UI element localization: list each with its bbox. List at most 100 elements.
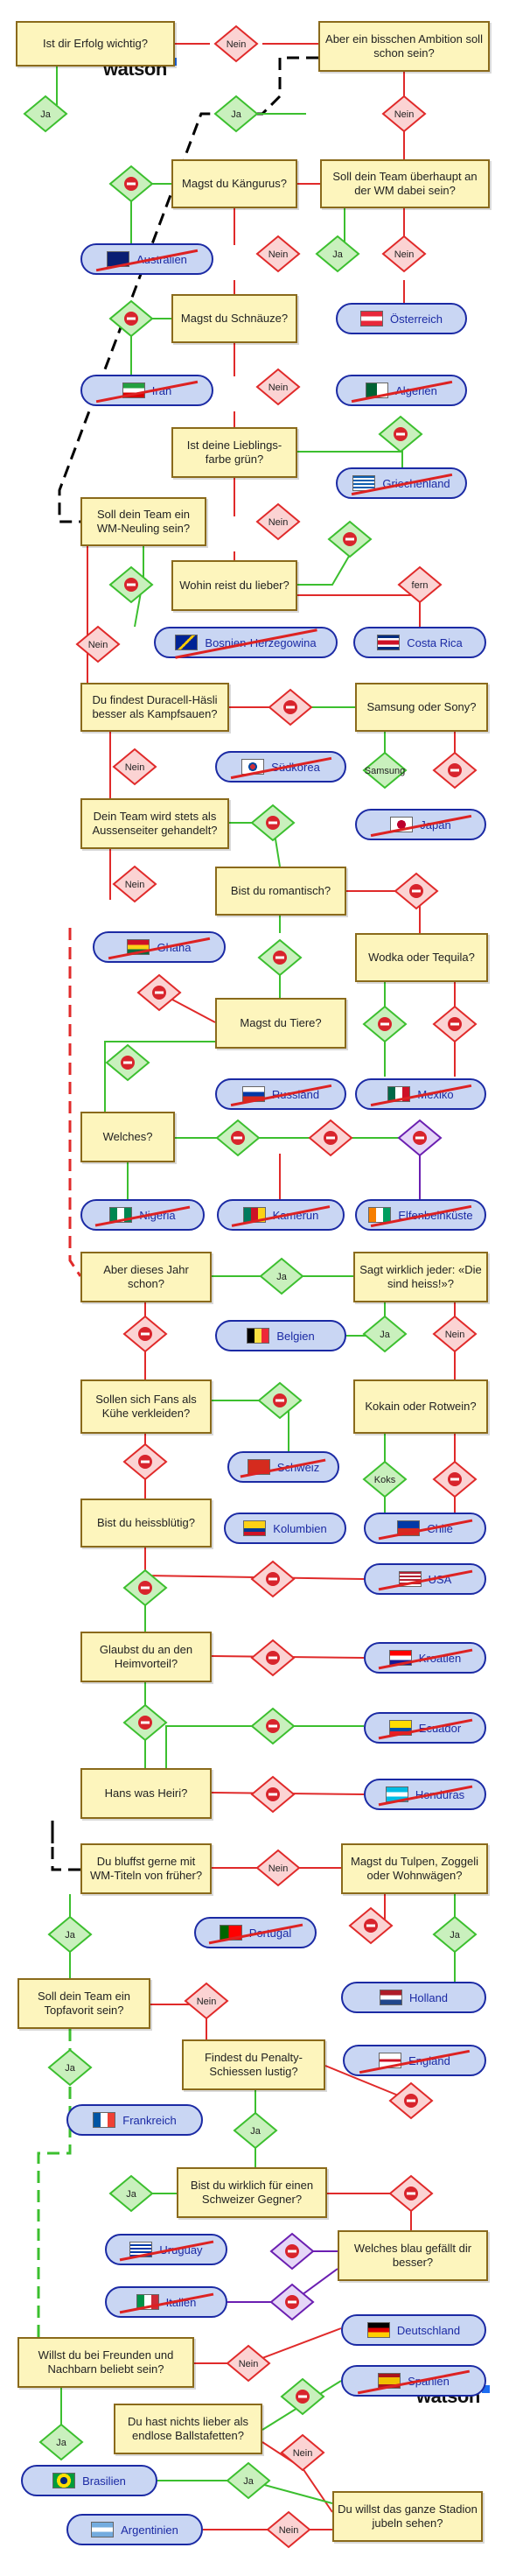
question-box: Magst du Tiere? <box>215 998 346 1049</box>
question-box: Sagt wirklich jeder: «Die sind heiss!»? <box>353 1252 488 1302</box>
no-decision-diamond <box>397 565 443 604</box>
question-box: Bist du heissblütig? <box>80 1499 212 1548</box>
flag-austria-icon <box>360 311 384 326</box>
no-decision-diamond <box>255 368 301 406</box>
question-box: Glaubst du an den Heimvorteil? <box>80 1632 212 1682</box>
no-decision-diamond <box>280 2433 325 2472</box>
result-nigeria: Nigeria <box>80 1199 205 1231</box>
no-entry-bar <box>286 705 295 709</box>
diamond-label: Ja <box>332 249 344 260</box>
no-decision-diamond <box>112 865 157 903</box>
result-frankreich: Frankreich <box>66 2104 203 2136</box>
yes-decision-diamond <box>108 2174 154 2213</box>
diamond-label: Nein <box>197 1997 217 2007</box>
no-entry-bar <box>345 537 354 541</box>
question-box: Bist du wirklich für einen Schweizer Geg… <box>177 2167 327 2218</box>
question-box: Aber ein bisschen Ambition soll schon se… <box>318 21 490 72</box>
no-entry-bar <box>450 1478 459 1481</box>
diamond-label: Nein <box>88 640 108 650</box>
flag-argentina-icon <box>91 2522 115 2537</box>
no-entry-bar <box>298 2395 307 2398</box>
result-costarica: Costa Rica <box>353 627 486 658</box>
no-entry-bar <box>268 1793 277 1796</box>
yes-decision-diamond <box>362 1460 408 1499</box>
no-entry-bar <box>380 1022 389 1026</box>
no-entry-bar <box>141 1460 150 1463</box>
diamond-label: Koks <box>374 1475 396 1485</box>
result-italien: Italien <box>105 2286 227 2318</box>
diamond-label: Ja <box>250 2126 261 2137</box>
flag-france-icon <box>93 2112 116 2128</box>
result-holland: Holland <box>341 1982 486 2013</box>
no-decision-diamond <box>213 25 259 63</box>
diamond-label: Nein <box>445 1330 465 1340</box>
result-russland: Russland <box>215 1078 346 1110</box>
no-decision-diamond <box>255 235 301 273</box>
no-entry-bar <box>141 1721 150 1724</box>
connector-line <box>37 2029 72 2337</box>
yes-decision-diamond <box>432 1915 478 1954</box>
question-box: Ist dir Erfolg wichtig? <box>16 21 175 67</box>
diamond-label: Ja <box>231 109 242 120</box>
yes-decision-diamond <box>259 1257 304 1295</box>
result-uruguay: Uruguay <box>105 2234 227 2265</box>
question-box: Hans was Heiri? <box>80 1768 212 1819</box>
no-entry-bar <box>268 1656 277 1660</box>
diamond-label: Samsung <box>365 766 405 776</box>
result-japan: Japan <box>355 809 486 840</box>
no-decision-diamond <box>381 235 427 273</box>
no-entry-bar <box>127 317 136 320</box>
no-entry-bar <box>141 1586 150 1590</box>
diamond-label: Ja <box>65 1930 76 1941</box>
no-entry-bar <box>366 1924 375 1927</box>
result-mexiko: Mexiko <box>355 1078 486 1110</box>
diamond-label: Nein <box>394 109 415 120</box>
result-brasilien: Brasilien <box>21 2465 157 2496</box>
result-ghana: Ghana <box>93 931 226 963</box>
diamond-label: Nein <box>239 2359 259 2369</box>
question-box: Welches blau gefällt dir besser? <box>338 2230 488 2281</box>
flag-netherlands-icon <box>379 1990 402 2005</box>
question-box: Aber dieses Jahr schon? <box>80 1252 212 1302</box>
no-entry-bar <box>396 432 405 436</box>
diamond-label: Ja <box>276 1272 288 1282</box>
diamond-label: Nein <box>293 2448 313 2459</box>
connector-line <box>68 928 82 1277</box>
no-decision-diamond <box>381 95 427 133</box>
result-deutschland: Deutschland <box>341 2314 486 2346</box>
connector-line <box>51 1821 80 1871</box>
yes-decision-diamond <box>38 2423 84 2461</box>
diamond-label: Nein <box>125 762 145 773</box>
no-entry-bar <box>268 1724 277 1728</box>
result-schweiz: Schweiz <box>227 1451 339 1483</box>
no-entry-bar <box>326 1136 335 1140</box>
result-australien: Australien <box>80 243 213 275</box>
diamond-label: Ja <box>450 1930 461 1941</box>
no-entry-bar <box>288 2250 296 2253</box>
connector-line <box>194 2327 342 2364</box>
no-decision-diamond <box>184 1982 229 2020</box>
question-box: Bist du romantisch? <box>215 867 346 916</box>
no-entry-bar <box>127 583 136 586</box>
diamond-label: Nein <box>268 517 289 528</box>
connector-line <box>58 56 318 523</box>
diamond-label: Nein <box>268 383 289 393</box>
question-box: Soll dein Team überhaupt an der WM dabei… <box>320 159 490 208</box>
result-elfenbeinkueste: Elfenbeinküste <box>355 1199 486 1231</box>
result-belgien: Belgien <box>215 1320 346 1351</box>
question-box: Kokain oder Rotwein? <box>353 1379 488 1434</box>
yes-decision-diamond <box>362 1315 408 1353</box>
connector-line <box>297 451 403 467</box>
strike-through <box>378 1519 472 1541</box>
diamond-label: Ja <box>380 1330 391 1340</box>
result-algerien: Algerien <box>336 375 467 406</box>
result-portugal: Portugal <box>194 1917 317 1948</box>
result-ecuador: Ecuador <box>364 1712 486 1744</box>
diamond-label: Nein <box>125 880 145 890</box>
no-entry-bar <box>407 2192 415 2195</box>
no-entry-bar <box>450 769 459 772</box>
diamond-label: Ja <box>65 2063 76 2074</box>
question-box: Du bluffst gerne mit WM-Titeln von frühe… <box>80 1843 212 1894</box>
no-decision-diamond <box>75 625 121 663</box>
flag-germany-icon <box>366 2322 390 2338</box>
